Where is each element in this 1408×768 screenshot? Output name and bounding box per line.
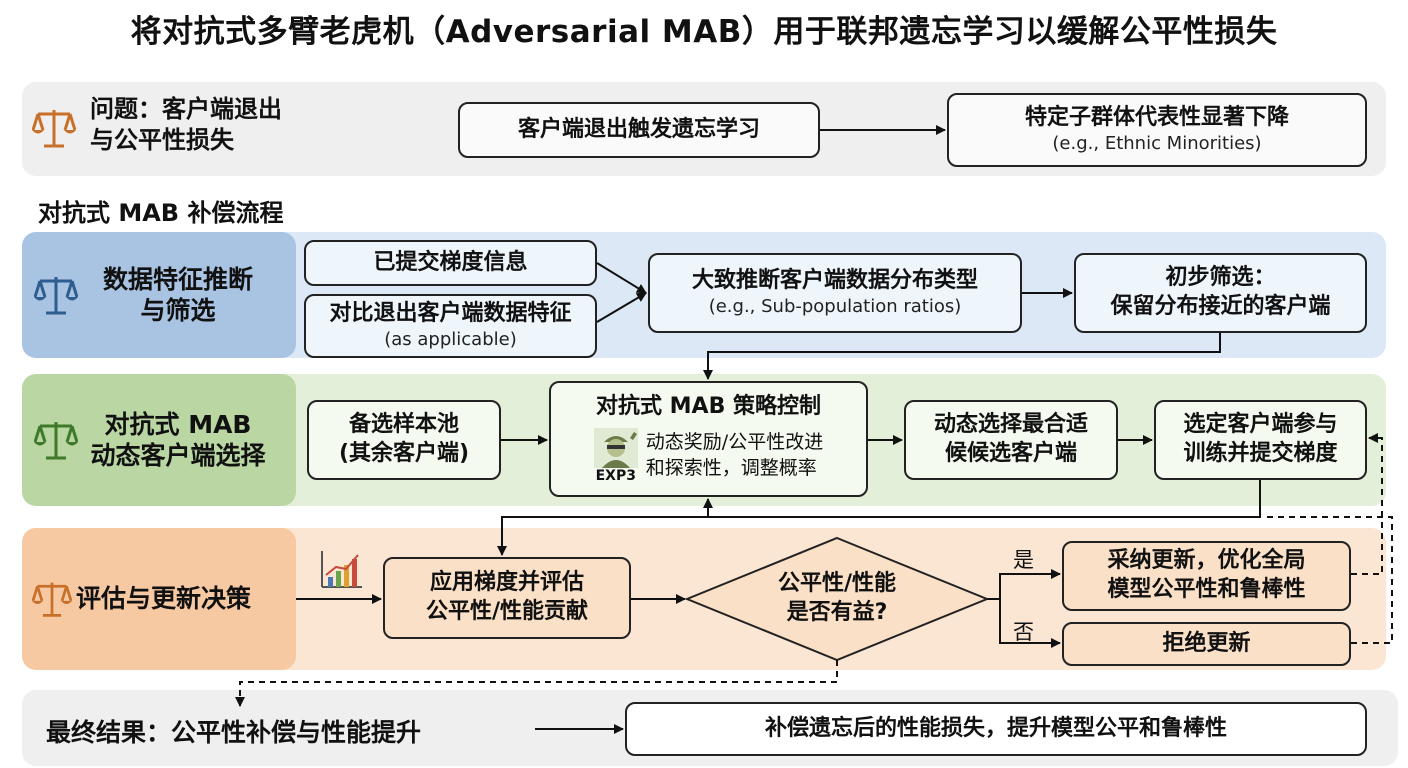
stage3-label-panel: 评估与更新决策 [22,528,296,670]
initial-filter-text: 初步筛选： 保留分布接近的客户端 [1110,265,1331,319]
infer-distribution-box: 大致推断客户端数据分布类型 (e.g., Sub-population rati… [648,253,1022,333]
bandit-icon [593,427,638,468]
trigger-text: 客户端退出触发遗忘学习 [517,116,760,142]
initial-filter-box: 初步筛选： 保留分布接近的客户端 [1074,253,1367,333]
subgroup-drop-text: 特定子群体代表性显著下降 [1024,105,1289,131]
apply-evaluate-box: 应用梯度并评估 公平性/性能贡献 [383,557,631,639]
final-label: 最终结果：公平性补偿与性能提升 [46,718,422,747]
accept-update-text: 采纳更新，优化全局 模型公平性和鲁棒性 [1107,548,1306,602]
compare-features-box: 对比退出客户端数据特征 (as applicable) [304,294,597,358]
decision-text: 公平性/性能 是否有益? [777,571,897,625]
trigger-box: 客户端退出触发遗忘学习 [458,102,820,158]
final-outcome-text: 补偿遗忘后的性能损失，提升模型公平和鲁棒性 [764,715,1227,741]
stage2-label-panel: 对抗式 MAB 动态客户端选择 [22,374,296,506]
no-label: 否 [1013,620,1034,644]
subgroup-drop-example: (e.g., Ethnic Minorities) [1052,133,1262,155]
final-outcome-box: 补偿遗忘后的性能损失，提升模型公平和鲁棒性 [625,702,1367,756]
balance-scale-icon [34,416,78,464]
subgroup-drop-box: 特定子群体代表性显著下降 (e.g., Ethnic Minorities) [947,93,1367,167]
balance-scale-icon [32,104,76,152]
balance-scale-icon [32,577,72,621]
train-submit-box: 选定客户端参与 训练并提交梯度 [1154,400,1367,480]
infer-distribution-text: 大致推断客户端数据分布类型 [691,268,978,294]
exp3-label: EXP3 [595,467,636,484]
reject-update-box: 拒绝更新 [1062,622,1351,666]
gradient-info-box: 已提交梯度信息 [304,240,597,286]
dynamic-select-box: 动态选择最合适 候候选客户端 [904,400,1118,480]
train-submit-text: 选定客户端参与 训练并提交梯度 [1183,412,1338,466]
stage3-label: 评估与更新决策 [76,584,252,614]
stage2-label: 对抗式 MAB 动态客户端选择 [90,409,266,470]
reject-update-text: 拒绝更新 [1162,630,1251,656]
mab-strategy-title: 对抗式 MAB 策略控制 [595,394,821,419]
stage1-label: 数据特征推断 与筛选 [102,264,253,325]
stage1-label-panel: 数据特征推断 与筛选 [22,232,296,358]
mab-strategy-desc: 动态奖励/公平性改进 和探索性，调整概率 [645,430,824,479]
accept-update-box: 采纳更新，优化全局 模型公平性和鲁棒性 [1062,541,1351,611]
mab-strategy-box: 对抗式 MAB 策略控制 EXP3 动态奖励/公平性改进 和探索性，调整概率 [549,381,868,497]
yes-label: 是 [1013,548,1034,572]
growth-chart-icon [320,549,364,593]
process-title: 对抗式 MAB 补偿流程 [38,199,284,227]
infer-distribution-example: (e.g., Sub-population ratios) [708,296,962,318]
candidate-pool-box: 备选样本池 (其余客户端) [307,400,501,480]
compare-features-note: (as applicable) [384,329,517,351]
balance-scale-icon [34,271,78,319]
page-title: 将对抗式多臂老虎机（Adversarial MAB）用于联邦遗忘学习以缓解公平性… [130,14,1278,50]
compare-features-text: 对比退出客户端数据特征 [329,301,572,327]
dynamic-select-text: 动态选择最合适 候候选客户端 [933,412,1088,466]
candidate-pool-text: 备选样本池 (其余客户端) [338,412,470,466]
problem-label: 问题：客户端退出 与公平性损失 [90,95,282,155]
apply-evaluate-text: 应用梯度并评估 公平性/性能贡献 [425,570,589,624]
gradient-info-text: 已提交梯度信息 [373,249,528,275]
